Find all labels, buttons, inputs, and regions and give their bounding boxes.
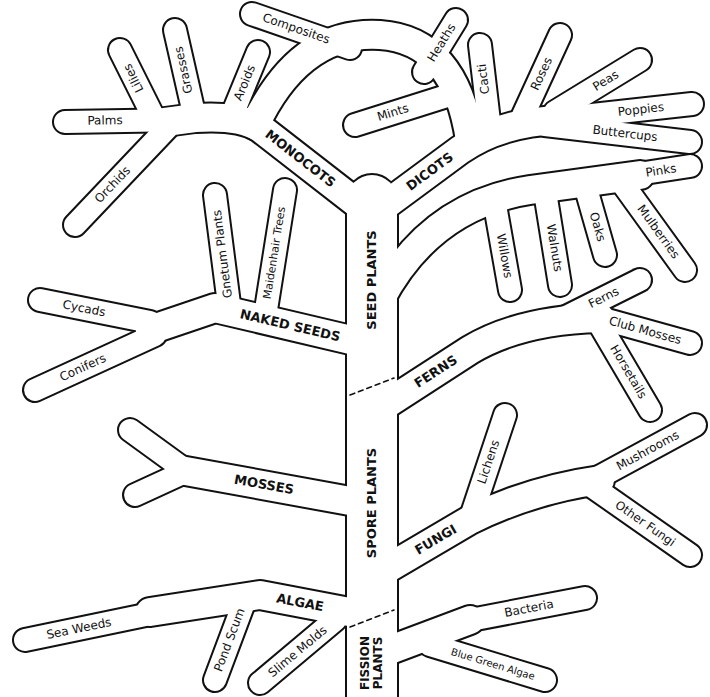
- group-label: FISSION PLANTS: [359, 636, 385, 690]
- division-dash: [350, 378, 394, 395]
- branch-label: Horsetails: [607, 343, 649, 401]
- group-label: DICOTS: [404, 150, 456, 194]
- leaf: [260, 620, 335, 683]
- branch-label: Grasses: [172, 45, 195, 94]
- group-label: SPORE PLANTS: [365, 447, 379, 557]
- branch-label: Willows: [494, 233, 515, 280]
- branch-label: Club Mosses: [607, 314, 682, 347]
- branch-label: Composites: [261, 12, 332, 48]
- branch-label: Mulberries: [634, 203, 682, 262]
- branch-label: Sea Weeds: [45, 616, 112, 642]
- branch-label: Peas: [591, 68, 622, 94]
- group-label: NAKED SEEDS: [239, 307, 342, 344]
- group-label: MOSSES: [233, 473, 295, 498]
- group-label: ALGAE: [275, 591, 325, 614]
- branch-label: Lilies: [121, 61, 146, 94]
- branch-label: Buttercups: [592, 124, 658, 145]
- branch-label: Bacteria: [503, 598, 554, 620]
- branch-label: Cacti: [476, 63, 493, 95]
- group-label: SEED PLANTS: [365, 230, 379, 329]
- branch-label: Pond Scum: [212, 606, 248, 673]
- group-label: FUNGI: [413, 522, 460, 558]
- branch-label: Maidenhair Trees: [262, 206, 289, 300]
- branch-label: Gnetum Plants: [210, 209, 234, 299]
- branch-label: Walnuts: [544, 223, 565, 272]
- branch-label: Pinks: [644, 162, 677, 180]
- branch-label: Aroids: [232, 63, 258, 103]
- division-dash: [350, 610, 394, 627]
- branch-label: Blue Green Algae: [450, 646, 536, 682]
- branch-label: Other Fungi: [612, 498, 677, 549]
- leaf-fill: [25, 14, 695, 683]
- branch-label: Oaks: [587, 211, 608, 243]
- branch-label: Lichens: [476, 439, 503, 486]
- branch-label: Conifers: [58, 352, 108, 385]
- branch-label: Heaths: [425, 22, 458, 65]
- branch-label: Roses: [529, 55, 556, 92]
- branch-label: Mushrooms: [614, 428, 681, 473]
- branch-label: Cycads: [61, 298, 106, 319]
- branch-label: Slime Molds: [266, 623, 330, 679]
- branch-label: Poppies: [617, 100, 665, 118]
- branch-label: Ferns: [587, 285, 622, 311]
- group-label: MONOCOTS: [262, 128, 338, 191]
- group-label: FERNS: [412, 353, 460, 391]
- branch-label: Orchids: [93, 164, 134, 206]
- branch-label: Mints: [376, 102, 411, 124]
- branch-label: Palms: [87, 114, 123, 128]
